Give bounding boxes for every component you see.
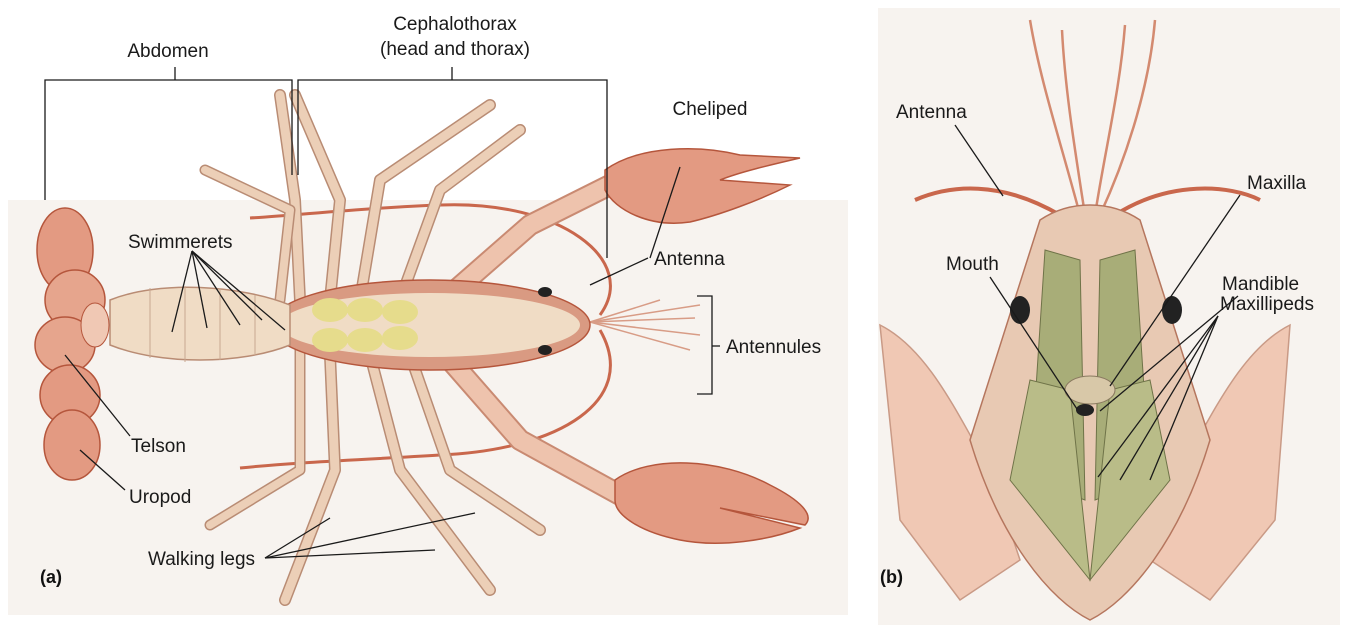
panel-b-left-eye: [1010, 296, 1030, 324]
head-and-thorax-label: (head and thorax): [380, 39, 530, 60]
mandible-label: Mandible: [1222, 274, 1299, 295]
swimmerets-label: Swimmerets: [128, 232, 233, 253]
telson-label: Telson: [131, 436, 186, 457]
uropod-label: Uropod: [129, 487, 191, 508]
abdomen-body: [110, 286, 290, 362]
maxilla-label: Maxilla: [1247, 173, 1307, 194]
panel-b-illustration: Antenna Maxilla Mouth Mandible Maxillipe…: [878, 8, 1340, 625]
maxillipeds-label: Maxillipeds: [1220, 294, 1314, 315]
panel-a-illustration: Abdomen Cephalothorax (head and thorax) …: [8, 14, 848, 615]
cephalothorax-body: [270, 280, 590, 370]
abdomen-bracket: [45, 67, 292, 200]
panel-a-letter: (a): [40, 567, 62, 587]
panel-b-right-eye: [1162, 296, 1182, 324]
panel-b-letter: (b): [880, 567, 903, 587]
cheliped-label: Cheliped: [673, 99, 748, 120]
panel-b-antenna-label: Antenna: [896, 102, 967, 123]
mouth-label: Mouth: [946, 254, 999, 275]
abdomen-label: Abdomen: [127, 41, 208, 62]
cephalothorax-label: Cephalothorax: [393, 14, 517, 35]
walking-legs-label: Walking legs: [148, 549, 255, 570]
antennules-label: Antennules: [726, 337, 821, 358]
antenna-label: Antenna: [654, 249, 725, 270]
